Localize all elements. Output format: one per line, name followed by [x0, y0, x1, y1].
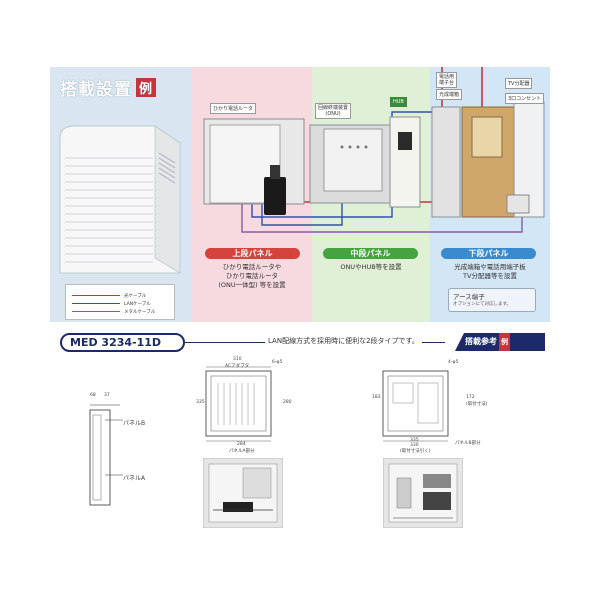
page-title: 搭載設置例	[60, 75, 157, 100]
panel-b-label: パネルB	[123, 420, 146, 427]
front-a-dim-left: 335	[196, 400, 205, 405]
front-b-dim-bottom-1: 335	[410, 438, 419, 443]
model-name: MED 3234-11D	[60, 333, 185, 352]
page-title-text: 搭載設置	[60, 80, 132, 100]
onu-tag-text: 回線終端装置	[318, 105, 349, 111]
upper-panel-desc-line: ひかり電話ルータや	[222, 263, 282, 271]
legend-line-optical	[72, 295, 120, 297]
hub-tag: HUB	[390, 97, 407, 107]
optical-terminal-tag: 光成端箱	[436, 89, 463, 100]
lower-panel-desc-line: 光成端箱や電話用端子板	[454, 263, 526, 271]
lower-panel-header: 下段パネル	[441, 248, 536, 259]
phone-terminal-tag: 電話用 端子台	[436, 72, 458, 88]
equipment-illustration	[203, 67, 545, 233]
tv-splitter-tag-text: TV分配器	[508, 81, 530, 87]
front-b-dim-bottom-2: 330	[410, 443, 419, 448]
front-a-panel-label: パネルA部分	[229, 449, 255, 454]
legend-label-metal: メタルケーブル	[124, 310, 156, 315]
side-view-drawing	[89, 404, 120, 506]
hub-tag-text: HUB	[393, 99, 404, 105]
earth-terminal-note: オプションにて対応します。	[453, 302, 512, 307]
upper-panel-desc-line: ひかり電話ルータ	[226, 272, 278, 280]
onu-tag: 回線終端装置 (ONU)	[315, 103, 352, 119]
upper-panel-header: 上段パネル	[205, 248, 300, 259]
upper-panel-desc: ひかり電話ルータや ひかり電話ルータ (ONU一体型) 等を設置	[197, 263, 307, 290]
legend-line-metal	[72, 311, 120, 313]
panel-a-photo	[203, 458, 283, 528]
front-view-b-drawing	[382, 370, 449, 442]
cable-legend: 光ケーブル LANケーブル メタルケーブル	[65, 284, 175, 320]
upper-panel-desc-line: (ONU一体型) 等を設置	[218, 281, 286, 289]
front-a-dim-right: 280	[283, 400, 292, 405]
panel-b-photo	[383, 458, 463, 528]
front-b-panel-label: パネルB部分	[455, 441, 481, 446]
reference-badge: 例	[499, 333, 510, 351]
earth-terminal-box: アース端子 オプションにて対応します。	[448, 288, 536, 312]
phone-terminal-tag-text: 電話用	[439, 74, 455, 80]
front-b-dim-left: 183	[372, 395, 381, 400]
middle-panel-header: 中段パネル	[323, 248, 418, 259]
panel-pointers	[105, 419, 123, 476]
front-b-dim-right: 172	[466, 395, 475, 400]
outlet-tag: 3口コンセント	[505, 93, 545, 104]
outlet-tag-text: 3口コンセント	[508, 96, 542, 102]
legend-label-optical: 光ケーブル	[124, 294, 147, 299]
phone-terminal-tag-text-2: 端子台	[439, 80, 455, 86]
legend-line-lan	[72, 303, 120, 305]
router-tag: ひかり電話ルータ	[210, 103, 257, 114]
legend-label-lan: LANケーブル	[124, 302, 151, 307]
front-b-dim-right-sub: (取付寸法)	[466, 402, 488, 407]
router-tag-text: ひかり電話ルータ	[213, 106, 254, 112]
front-b-dim-top: 4-φ5	[448, 360, 459, 365]
reference-tag: 搭載参考例	[455, 333, 545, 351]
optical-terminal-tag-text: 光成端箱	[439, 92, 460, 98]
front-a-dim-top: 310	[233, 357, 242, 362]
tv-splitter-tag: TV分配器	[505, 78, 533, 89]
onu-tag-sub: (ONU)	[325, 111, 341, 117]
front-a-dim-top-sub: ACアダプタ	[225, 364, 250, 369]
front-a-dim-bottom: 284	[237, 442, 246, 447]
middle-panel-desc-line: ONUやHUB等を設置	[340, 263, 402, 271]
middle-panel-desc: ONUやHUB等を設置	[316, 263, 426, 272]
front-view-a-drawing	[205, 366, 272, 442]
lower-panel-desc-line: TV分配器等を設置	[463, 272, 517, 280]
reference-label: 搭載参考	[465, 337, 497, 346]
side-dim-2: 37	[104, 393, 110, 398]
front-a-dim-top-right: 6-φ5	[272, 360, 283, 365]
model-description: LAN配線方式を採用時に便利な2段タイプです。	[265, 336, 422, 346]
panel-a-label: パネルA	[123, 475, 146, 482]
front-b-dim-bottom-3: (取付寸法引く)	[400, 449, 431, 454]
side-dim-1: 68	[90, 393, 96, 398]
earth-terminal-title: アース端子	[453, 293, 485, 301]
lower-panel-desc: 光成端箱や電話用端子板 TV分配器等を設置	[434, 263, 546, 281]
cabinet-illustration	[59, 125, 181, 274]
page-title-badge: 例	[136, 78, 157, 97]
